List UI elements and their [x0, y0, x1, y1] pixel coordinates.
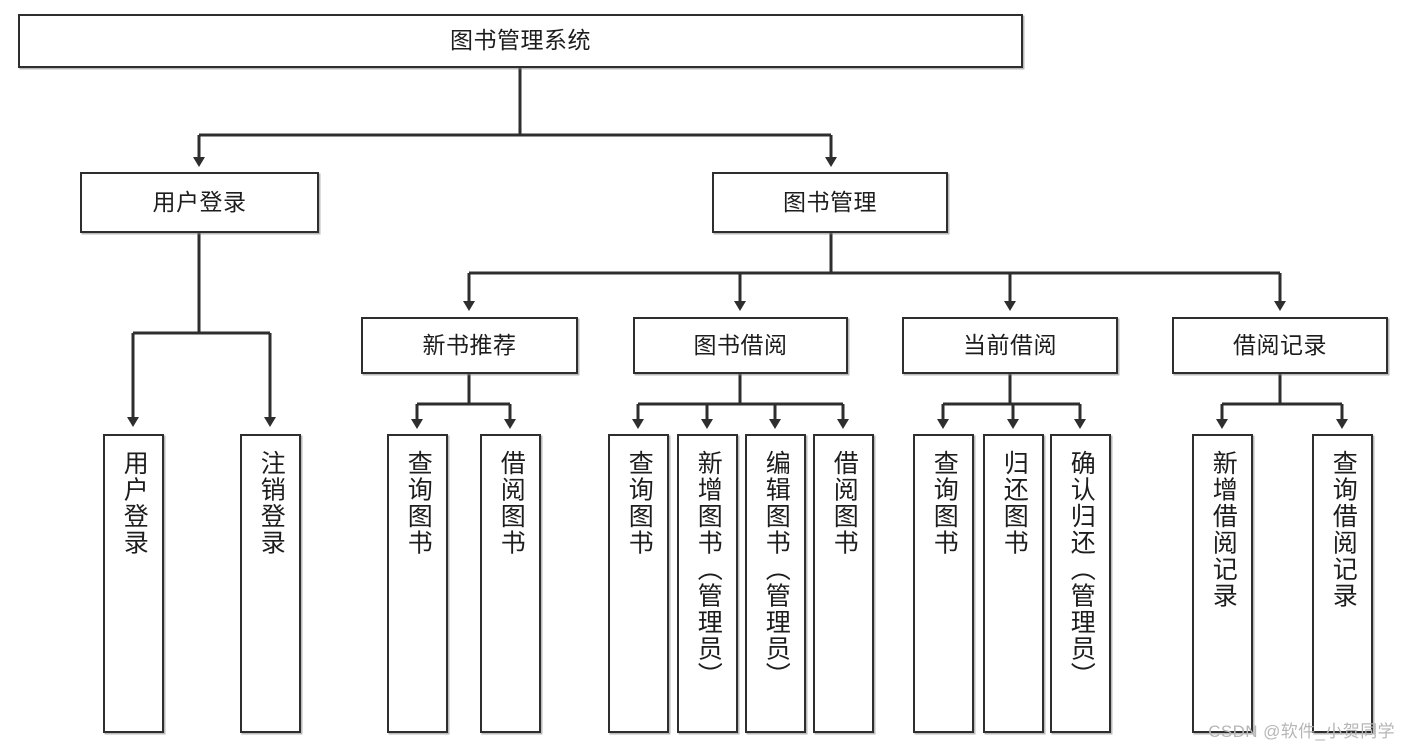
node-new-book-recommend-label: 新书推荐: [422, 331, 517, 358]
node-leaf-add-book[interactable]: 新增图书（管理员）: [677, 434, 738, 733]
node-leaf-query-book-2[interactable]: 查询图书: [608, 434, 669, 733]
node-leaf-query-record[interactable]: 查询借阅记录: [1312, 434, 1373, 733]
node-leaf-confirm-return[interactable]: 确认归还（管理员）: [1050, 434, 1111, 733]
csdn-watermark: CSDN @软件_小贺同学: [1208, 722, 1395, 741]
node-leaf-confirm-return-label: 确认归还（管理员）: [1067, 450, 1096, 689]
node-leaf-edit-book[interactable]: 编辑图书（管理员）: [745, 434, 806, 733]
node-leaf-query-book-1[interactable]: 查询图书: [387, 434, 448, 733]
node-leaf-query-book-3[interactable]: 查询图书: [913, 434, 974, 733]
node-current-borrow[interactable]: 当前借阅: [902, 317, 1118, 374]
node-root[interactable]: 图书管理系统: [18, 14, 1023, 68]
node-leaf-add-record[interactable]: 新增借阅记录: [1192, 434, 1253, 733]
node-book-management[interactable]: 图书管理: [712, 172, 948, 233]
node-leaf-user-login-label: 用户登录: [120, 450, 149, 556]
node-leaf-return-book-label: 归还图书: [1000, 450, 1029, 556]
node-book-borrow[interactable]: 图书借阅: [633, 317, 848, 374]
node-book-borrow-label: 图书借阅: [693, 331, 788, 358]
node-leaf-add-record-label: 新增借阅记录: [1209, 450, 1238, 609]
node-leaf-edit-book-label: 编辑图书（管理员）: [762, 450, 791, 689]
node-leaf-query-book-3-label: 查询图书: [930, 450, 959, 556]
node-leaf-query-book-1-label: 查询图书: [404, 450, 433, 556]
node-new-book-recommend[interactable]: 新书推荐: [361, 317, 578, 374]
node-root-label: 图书管理系统: [450, 27, 591, 54]
node-user-login-label: 用户登录: [152, 188, 247, 215]
node-leaf-borrow-book-1-label: 借阅图书: [497, 450, 526, 556]
node-leaf-borrow-book-2-label: 借阅图书: [830, 450, 859, 556]
node-book-management-label: 图书管理: [783, 188, 877, 215]
node-leaf-user-login[interactable]: 用户登录: [103, 434, 164, 733]
node-current-borrow-label: 当前借阅: [963, 331, 1057, 358]
node-leaf-borrow-book-2[interactable]: 借阅图书: [813, 434, 874, 733]
node-borrow-record[interactable]: 借阅记录: [1172, 317, 1388, 374]
node-leaf-query-record-label: 查询借阅记录: [1329, 450, 1358, 609]
node-leaf-add-book-label: 新增图书（管理员）: [694, 450, 723, 689]
node-user-login[interactable]: 用户登录: [80, 172, 319, 233]
node-leaf-query-book-2-label: 查询图书: [625, 450, 654, 556]
node-leaf-logout-login[interactable]: 注销登录: [240, 434, 301, 733]
node-leaf-logout-login-label: 注销登录: [257, 450, 286, 556]
node-leaf-return-book[interactable]: 归还图书: [983, 434, 1044, 733]
node-borrow-record-label: 借阅记录: [1233, 331, 1327, 358]
node-leaf-borrow-book-1[interactable]: 借阅图书: [480, 434, 541, 733]
